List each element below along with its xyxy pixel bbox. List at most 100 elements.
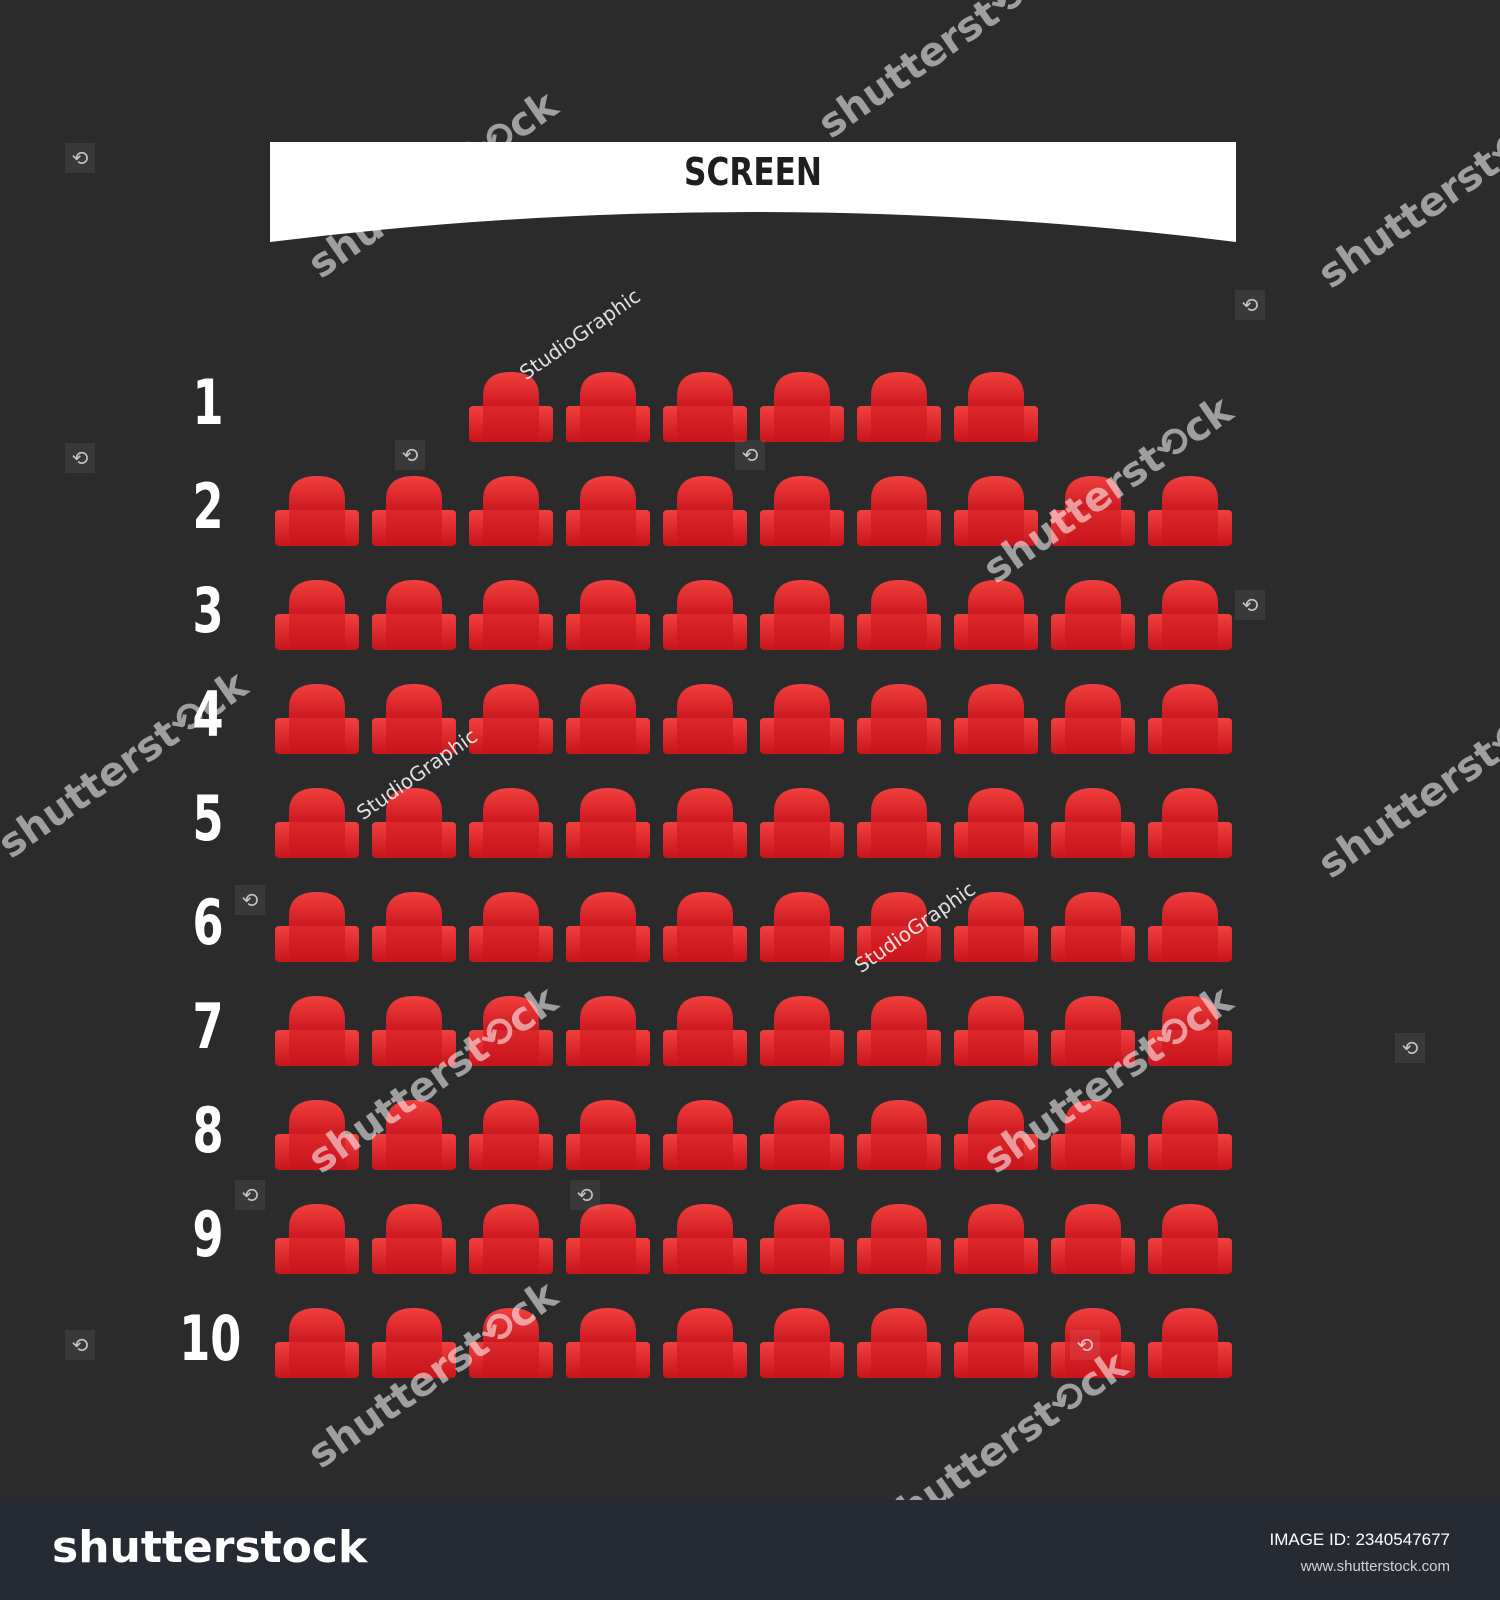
seat-icon[interactable]: [760, 994, 844, 1066]
seat-icon[interactable]: [275, 890, 359, 962]
seat-icon[interactable]: [469, 1306, 553, 1378]
seat-icon[interactable]: [760, 578, 844, 650]
seat-icon[interactable]: [566, 786, 650, 858]
seat-icon[interactable]: [275, 1306, 359, 1378]
seat-icon[interactable]: [857, 1306, 941, 1378]
seat-icon[interactable]: [566, 890, 650, 962]
seat-icon[interactable]: [372, 1098, 456, 1170]
seat-icon[interactable]: [1051, 1098, 1135, 1170]
seat-icon[interactable]: [760, 890, 844, 962]
seat-icon[interactable]: [469, 890, 553, 962]
seat-icon[interactable]: [760, 786, 844, 858]
seat-icon[interactable]: [663, 994, 747, 1066]
seat-icon[interactable]: [566, 1202, 650, 1274]
seat-icon[interactable]: [1148, 890, 1232, 962]
seat-icon[interactable]: [372, 578, 456, 650]
seat-icon[interactable]: [1051, 890, 1135, 962]
seat-icon[interactable]: [372, 474, 456, 546]
watermark-logo-icon: ⟲: [1070, 1330, 1100, 1360]
seat-icon[interactable]: [663, 1098, 747, 1170]
seat-icon[interactable]: [372, 890, 456, 962]
seat-icon[interactable]: [663, 1202, 747, 1274]
seat-icon[interactable]: [857, 994, 941, 1066]
seat-icon[interactable]: [857, 578, 941, 650]
seat-icon[interactable]: [275, 474, 359, 546]
seat-icon[interactable]: [566, 578, 650, 650]
seat-icon[interactable]: [760, 682, 844, 754]
seat-icon[interactable]: [1051, 682, 1135, 754]
seat-icon[interactable]: [857, 370, 941, 442]
seat-icon[interactable]: [857, 682, 941, 754]
seat-icon[interactable]: [1148, 682, 1232, 754]
seat-icon[interactable]: [372, 994, 456, 1066]
seat-icon[interactable]: [954, 1202, 1038, 1274]
seat-icon[interactable]: [566, 1306, 650, 1378]
seat-icon[interactable]: [954, 1098, 1038, 1170]
row-number-label: 1: [192, 366, 224, 439]
seat-icon[interactable]: [275, 578, 359, 650]
seat-icon[interactable]: [857, 474, 941, 546]
seat-icon[interactable]: [1148, 578, 1232, 650]
seat-icon[interactable]: [1051, 474, 1135, 546]
seat-icon[interactable]: [663, 682, 747, 754]
seat-icon[interactable]: [469, 474, 553, 546]
seat-icon[interactable]: [1148, 1306, 1232, 1378]
seat-icon[interactable]: [372, 1202, 456, 1274]
seat-icon[interactable]: [372, 786, 456, 858]
seat-icon[interactable]: [954, 1306, 1038, 1378]
seat-icon[interactable]: [857, 890, 941, 962]
seat-icon[interactable]: [372, 1306, 456, 1378]
seat-icon[interactable]: [1051, 1202, 1135, 1274]
screen-label: SCREEN: [684, 150, 822, 194]
seat-icon[interactable]: [954, 786, 1038, 858]
seat-icon[interactable]: [760, 1306, 844, 1378]
seat-icon[interactable]: [1148, 1098, 1232, 1170]
seat-icon[interactable]: [1148, 994, 1232, 1066]
seat-icon[interactable]: [1051, 994, 1135, 1066]
seat-icon[interactable]: [1148, 474, 1232, 546]
seat-icon[interactable]: [372, 682, 456, 754]
seat-icon[interactable]: [663, 890, 747, 962]
seat-icon[interactable]: [760, 370, 844, 442]
seat-icon[interactable]: [469, 1098, 553, 1170]
seat-icon[interactable]: [566, 682, 650, 754]
seat-icon[interactable]: [954, 370, 1038, 442]
seat-icon[interactable]: [469, 370, 553, 442]
seat-icon[interactable]: [469, 1202, 553, 1274]
row-number-label: 4: [192, 678, 224, 751]
seat-icon[interactable]: [663, 474, 747, 546]
seat-icon[interactable]: [275, 786, 359, 858]
seat-icon[interactable]: [954, 682, 1038, 754]
seat-icon[interactable]: [663, 1306, 747, 1378]
seat-icon[interactable]: [760, 1202, 844, 1274]
seat-icon[interactable]: [566, 370, 650, 442]
seat-icon[interactable]: [760, 474, 844, 546]
seat-icon[interactable]: [857, 786, 941, 858]
seat-icon[interactable]: [566, 474, 650, 546]
seat-icon[interactable]: [275, 1202, 359, 1274]
seat-icon[interactable]: [566, 1098, 650, 1170]
seat-icon[interactable]: [469, 578, 553, 650]
seat-icon[interactable]: [954, 578, 1038, 650]
seat-icon[interactable]: [1051, 578, 1135, 650]
seat-icon[interactable]: [469, 994, 553, 1066]
seat-icon[interactable]: [954, 474, 1038, 546]
seat-icon[interactable]: [663, 578, 747, 650]
seat-icon[interactable]: [1051, 1306, 1135, 1378]
seat-icon[interactable]: [469, 786, 553, 858]
seat-icon[interactable]: [1051, 786, 1135, 858]
seat-icon[interactable]: [663, 786, 747, 858]
seat-icon[interactable]: [275, 994, 359, 1066]
seat-icon[interactable]: [663, 370, 747, 442]
seat-icon[interactable]: [275, 682, 359, 754]
seat-icon[interactable]: [566, 994, 650, 1066]
seat-icon[interactable]: [954, 890, 1038, 962]
seat-icon[interactable]: [1148, 786, 1232, 858]
seat-icon[interactable]: [1148, 1202, 1232, 1274]
seat-icon[interactable]: [469, 682, 553, 754]
seat-icon[interactable]: [857, 1202, 941, 1274]
seat-icon[interactable]: [954, 994, 1038, 1066]
seat-icon[interactable]: [760, 1098, 844, 1170]
seat-icon[interactable]: [275, 1098, 359, 1170]
seat-icon[interactable]: [857, 1098, 941, 1170]
